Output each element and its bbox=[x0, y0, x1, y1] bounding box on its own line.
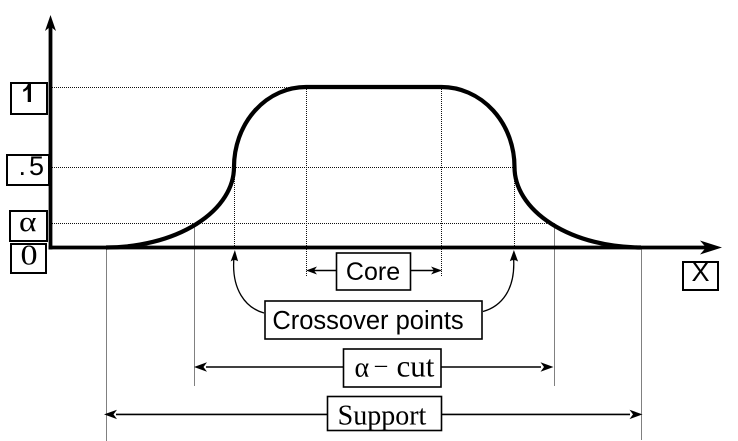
svg-text:cut: cut bbox=[397, 349, 435, 384]
svg-text:Crossover points: Crossover points bbox=[272, 307, 463, 335]
svg-text:Support: Support bbox=[338, 401, 427, 432]
svg-text:Core: Core bbox=[346, 258, 400, 286]
svg-text:0: 0 bbox=[20, 239, 37, 270]
svg-text:α: α bbox=[19, 207, 37, 238]
svg-text:.5: .5 bbox=[19, 151, 48, 181]
svg-text:α: α bbox=[355, 353, 370, 384]
svg-text:X: X bbox=[691, 257, 709, 287]
svg-text:–: – bbox=[374, 352, 388, 378]
